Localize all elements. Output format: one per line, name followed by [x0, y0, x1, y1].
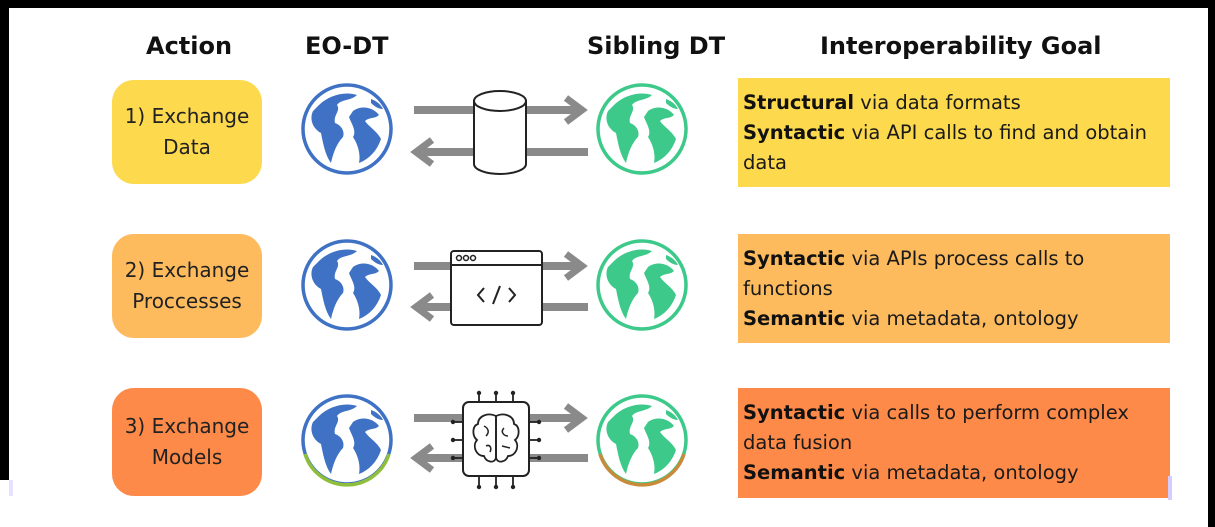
goal-line: functions	[743, 277, 833, 301]
edge-marker	[9, 480, 13, 496]
header-interoperability-goal: Interoperability Goal	[820, 32, 1102, 60]
action-label-line2: Data	[163, 135, 211, 159]
goal-line: Syntactic via calls to perform complex	[743, 401, 1129, 424]
goal-box-exchange-models: Syntactic via calls to perform complex d…	[738, 388, 1170, 498]
goal-line: data	[743, 151, 787, 175]
database-cylinder-icon	[473, 90, 527, 175]
frame-border-right	[1208, 0, 1215, 527]
action-label-line2: Models	[151, 445, 223, 469]
header-action: Action	[146, 32, 233, 60]
goal-line: Syntactic via API calls to find and obta…	[743, 121, 1148, 145]
goal-line: Semantic via metadata, ontology	[743, 461, 1079, 485]
action-label-line2: Proccesses	[132, 289, 242, 313]
edge-marker	[1168, 476, 1172, 500]
action-box-exchange-processes: 2) Exchange Proccesses	[112, 234, 262, 338]
goal-box-exchange-data: Structural via data formats Syntactic vi…	[738, 78, 1170, 187]
code-window-icon	[450, 250, 543, 326]
sibling-globe-icon	[596, 239, 688, 331]
action-box-exchange-models: 3) Exchange Models	[112, 388, 262, 496]
row-2-graphics	[301, 239, 688, 331]
goal-line: data fusion	[743, 431, 853, 455]
goal-line: Structural via data formats	[743, 91, 1021, 114]
sibling-globe-icon	[596, 83, 688, 175]
goal-line: Semantic via metadata, ontology	[743, 307, 1079, 331]
action-box-exchange-data: 1) Exchange Data	[112, 80, 262, 184]
goal-box-exchange-processes: Syntactic via APIs process calls to func…	[738, 234, 1170, 343]
action-label-line1: 2) Exchange	[124, 258, 250, 282]
row-3-graphics	[301, 390, 688, 490]
frame-border-left	[0, 0, 9, 480]
eo-globe-icon	[301, 239, 393, 331]
ai-brain-chip-icon	[450, 390, 542, 490]
header-eo-dt: EO-DT	[305, 32, 389, 60]
eo-globe-icon	[301, 394, 393, 487]
eo-globe-icon	[301, 83, 393, 175]
action-label-line1: 3) Exchange	[124, 414, 250, 438]
goal-line: Syntactic via APIs process calls to	[743, 247, 1085, 270]
header-sibling-dt: Sibling DT	[587, 32, 726, 60]
frame-border-top	[0, 0, 1215, 8]
row-1-graphics	[301, 83, 688, 175]
action-label-line1: 1) Exchange	[124, 104, 250, 128]
sibling-globe-icon	[596, 394, 688, 487]
